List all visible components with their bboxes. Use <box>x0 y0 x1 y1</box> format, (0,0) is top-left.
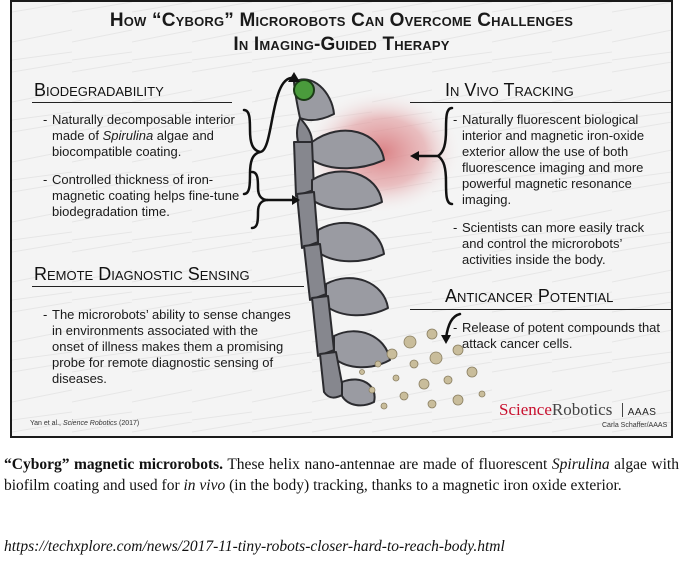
bullet-in-vivo-2: -Scientists can more easily track and co… <box>453 220 645 267</box>
bullet-anticancer-1: -Release of potent compounds that attack… <box>453 320 661 351</box>
fluorescent-tip <box>293 79 315 101</box>
title-line-1: How “Cyborg” Microrobots Can Overcome Ch… <box>109 10 574 31</box>
figure-caption: “Cyborg” magnetic microrobots. These hel… <box>4 456 679 494</box>
bullet-in-vivo-1: -Naturally fluorescent biological interi… <box>453 112 645 207</box>
caption-title: “Cyborg” magnetic microrobots. <box>4 456 224 473</box>
arrow-to-tip <box>258 76 296 154</box>
divider <box>410 309 671 310</box>
divider <box>410 102 671 103</box>
heading-in-vivo-tracking: In Vivo Tracking <box>445 80 574 100</box>
logo-science: Science <box>499 400 552 419</box>
source-url: https://techxplore.com/news/2017-11-tiny… <box>4 538 505 555</box>
citation-credit: Yan et al., Science Robotics (2017) <box>30 420 140 427</box>
title-line-2: In Imaging-Guided Therapy <box>233 34 450 55</box>
logo-robotics: Robotics <box>551 400 613 419</box>
divider <box>32 102 232 103</box>
logo-divider <box>621 403 623 417</box>
heading-remote-sensing: Remote Diagnostic Sensing <box>34 264 250 284</box>
logo-aaas: AAAS <box>627 407 657 418</box>
arrow-to-particles <box>444 312 462 340</box>
bullet-biodegradability-1: -Naturally decomposable interior made of… <box>43 112 235 159</box>
infographic-figure: How “Cyborg” Microrobots Can Overcome Ch… <box>10 0 673 438</box>
illustrator-credit: Carla Schaffer/AAAS <box>602 422 668 429</box>
released-particles <box>359 328 486 410</box>
heading-anticancer: Anticancer Potential <box>445 286 614 306</box>
bullet-remote-1: -The microrobots’ ability to sense chang… <box>43 307 291 386</box>
science-robotics-logo: ScienceRobotics AAAS <box>499 400 656 420</box>
illustration-layer <box>12 2 671 436</box>
divider <box>32 286 304 287</box>
heading-biodegradability: Biodegradability <box>34 80 164 100</box>
bullet-biodegradability-2: -Controlled thickness of iron-magnetic c… <box>43 172 240 219</box>
